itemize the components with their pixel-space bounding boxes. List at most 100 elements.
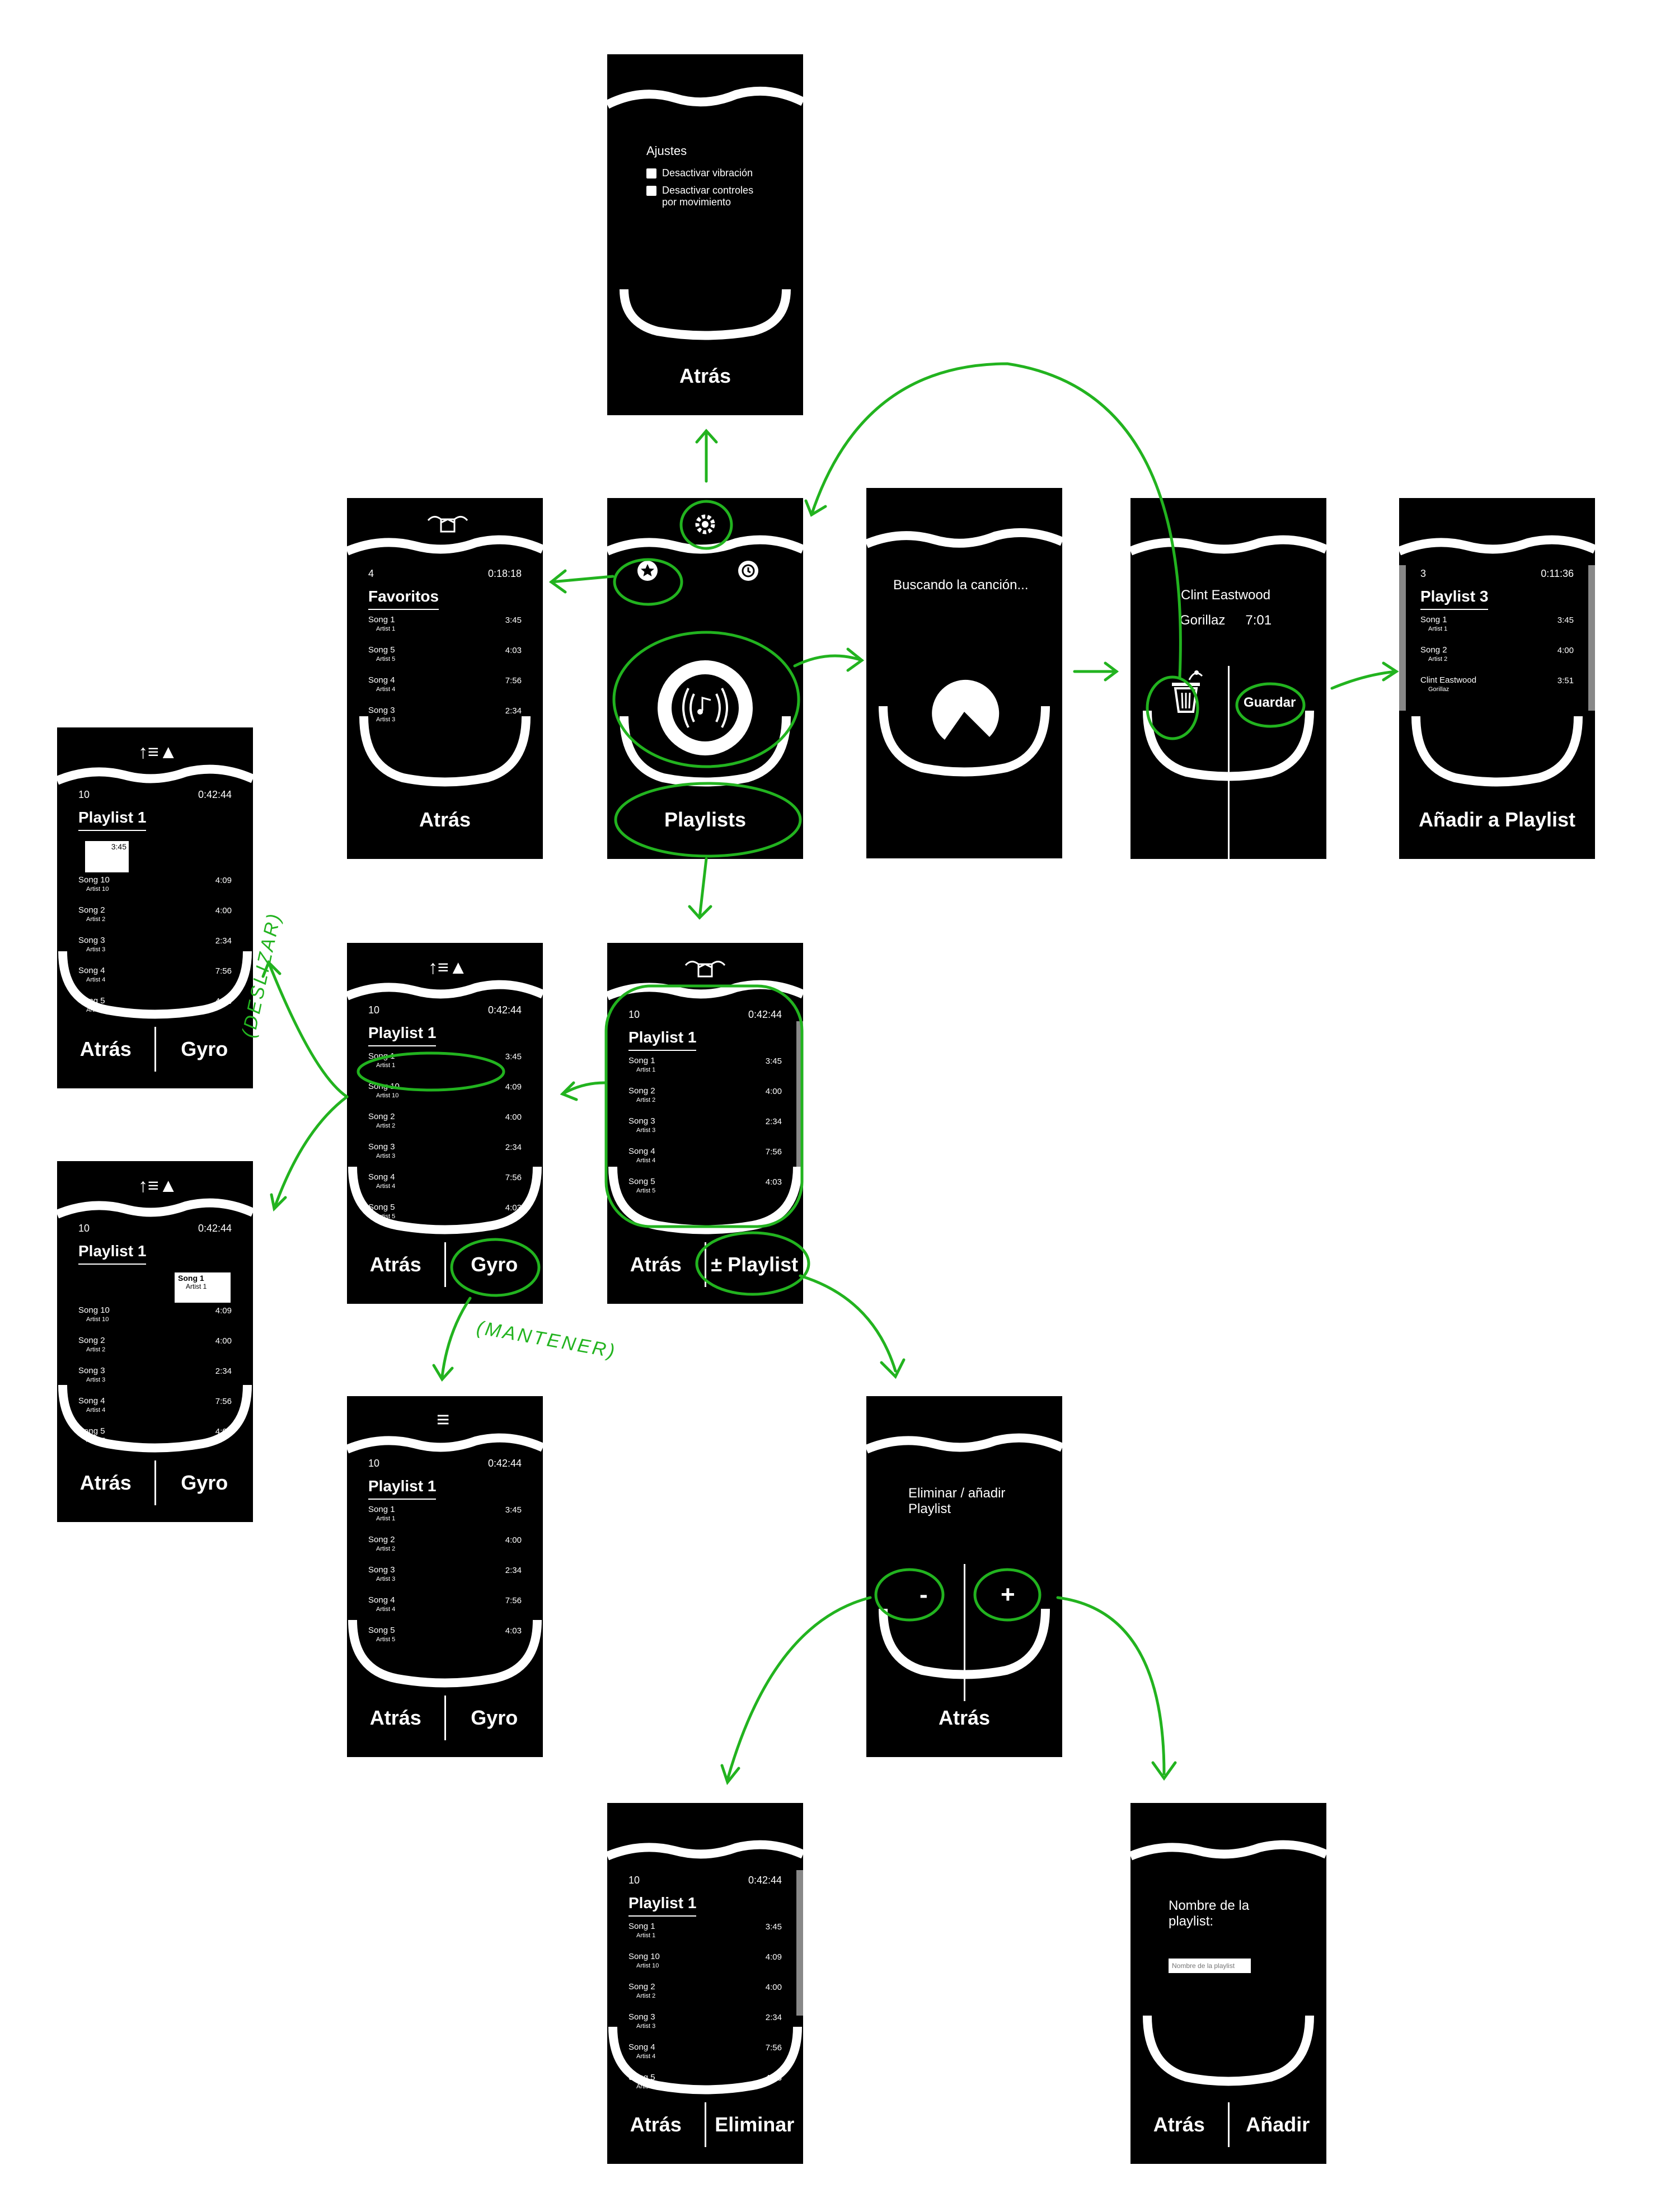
gyro-button[interactable]: Gyro: [181, 1471, 228, 1494]
back-button[interactable]: Atrás: [79, 1471, 132, 1494]
total-time: 0:42:44: [748, 1009, 782, 1020]
song-duration: 3:45: [505, 1505, 522, 1515]
song-name: Song 4: [368, 675, 395, 685]
back-button[interactable]: Atrás: [938, 1706, 991, 1729]
gear-icon[interactable]: [691, 510, 719, 541]
trash-icon[interactable]: [1164, 666, 1209, 719]
delete-button[interactable]: Eliminar: [715, 2113, 795, 2136]
song-artist: Artist 4: [636, 2053, 656, 2060]
add-button[interactable]: Añadir: [1246, 2113, 1310, 2136]
back-button[interactable]: Atrás: [679, 364, 731, 387]
back-button[interactable]: Atrás: [630, 2113, 682, 2136]
song-duration: 4:03: [215, 997, 232, 1006]
song-artist: Artist 4: [376, 1183, 396, 1190]
song-duration: 4:00: [215, 1336, 232, 1346]
back-button[interactable]: Atrás: [419, 808, 471, 831]
gyro-button[interactable]: Gyro: [471, 1706, 518, 1729]
annotation-hold: (MANTENER): [475, 1317, 618, 1363]
back-button[interactable]: Atrás: [79, 1037, 132, 1060]
listen-button[interactable]: [655, 658, 756, 761]
dragged-song[interactable]: 3:45: [85, 841, 129, 872]
playlist-name-input[interactable]: [1169, 1959, 1251, 1973]
playlists-button[interactable]: Playlists: [664, 808, 747, 831]
song-artist: Artist 1: [636, 1932, 656, 1939]
song-duration: 7:56: [505, 676, 522, 685]
back-button[interactable]: Atrás: [1153, 2113, 1205, 2136]
star-button[interactable]: [636, 560, 659, 585]
add-to-playlist-button[interactable]: Añadir a Playlist: [1418, 808, 1576, 831]
song-artist: Artist 3: [636, 2023, 656, 2030]
gyro-button[interactable]: Gyro: [181, 1037, 228, 1060]
menu-icon[interactable]: ≡: [437, 1407, 450, 1432]
song-artist: Artist 3: [376, 1576, 396, 1582]
song-name: Song 3: [78, 1366, 105, 1375]
back-button[interactable]: Atrás: [630, 1253, 682, 1276]
sidebar-right: [796, 1870, 803, 2016]
song-count: 10: [628, 1875, 640, 1886]
screen-frame: [57, 1198, 253, 1453]
vibration-checkbox[interactable]: Desactivar vibración: [646, 167, 786, 179]
song-name: Song 2: [1420, 645, 1447, 655]
motion-checkbox[interactable]: Desactivar controles por movimiento: [646, 185, 770, 208]
song-duration: 3:45: [765, 1922, 782, 1932]
toggle-playlist-button[interactable]: ± Playlist: [711, 1253, 799, 1276]
back-button[interactable]: Atrás: [369, 1706, 421, 1729]
song-name: Song 1: [368, 1051, 395, 1061]
back-button[interactable]: Atrás: [369, 1253, 421, 1276]
song-name: Song 10: [78, 875, 110, 885]
song-duration: 7:01: [1245, 613, 1272, 628]
song-artist: Artist 5: [636, 1187, 656, 1194]
sort-icon: ↑≡▲: [138, 741, 178, 763]
history-button[interactable]: [737, 560, 759, 585]
remove-button[interactable]: -: [920, 1581, 928, 1608]
song-count: 10: [368, 1458, 380, 1469]
song-artist: Artist 2: [86, 1346, 106, 1353]
song-duration: 2:34: [505, 1566, 522, 1575]
screen-add-remove: Eliminar / añadir Playlist - + Atrás: [866, 1396, 1062, 1757]
add-button[interactable]: +: [1001, 1581, 1015, 1608]
save-button[interactable]: Guardar: [1244, 695, 1296, 710]
gyro-button[interactable]: Gyro: [471, 1253, 518, 1276]
